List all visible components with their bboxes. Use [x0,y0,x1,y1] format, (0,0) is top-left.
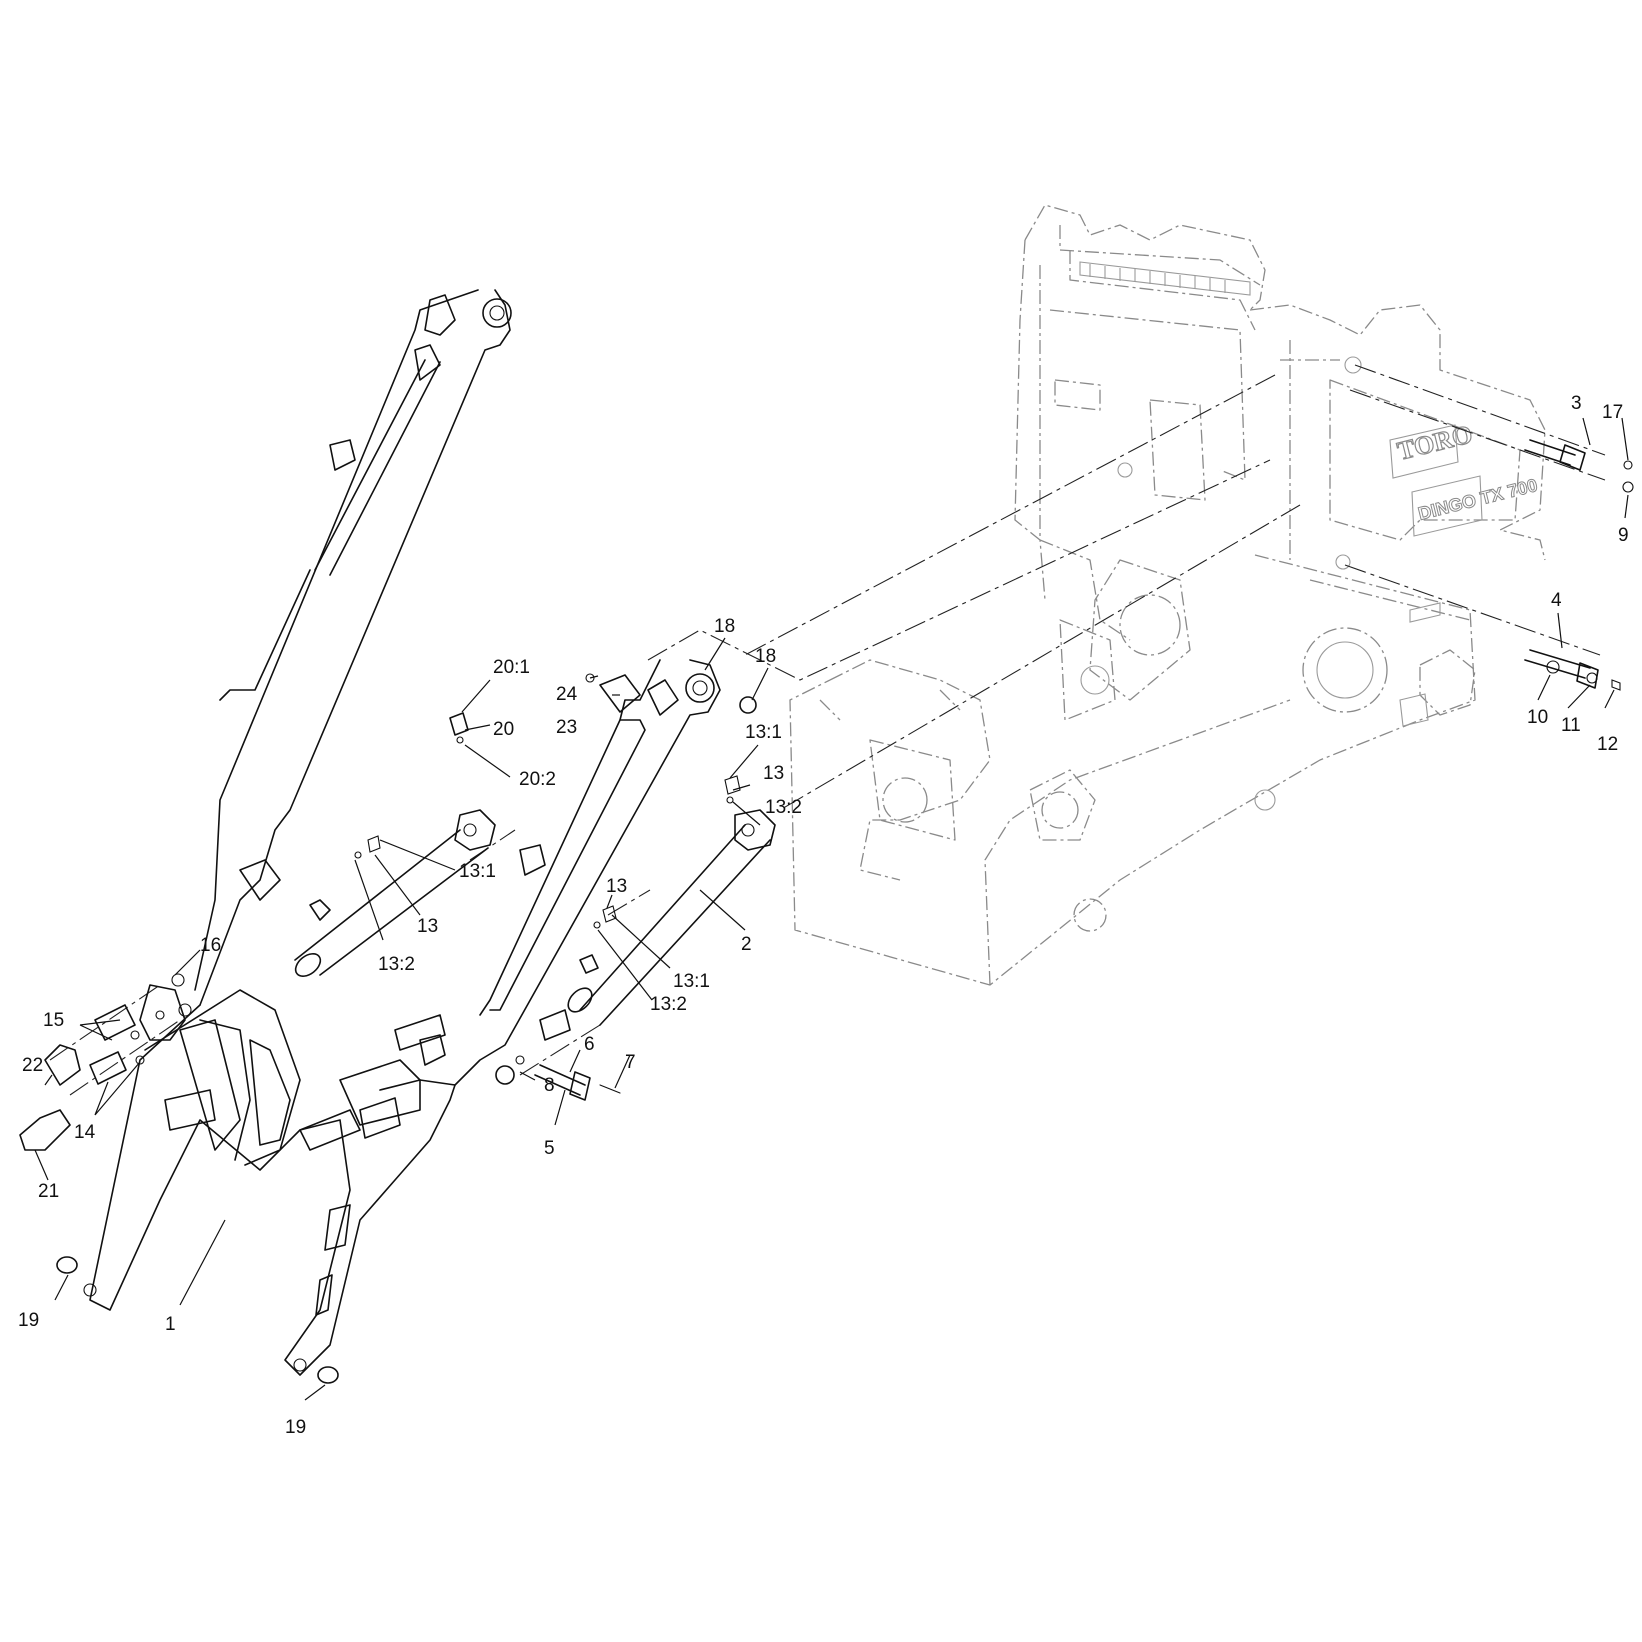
hardware-parts [19,439,1634,1384]
callout-20-1: 20:1 [493,657,530,678]
callout-22: 22 [22,1055,43,1076]
callout-19-left: 19 [18,1310,39,1331]
traction-unit-frame: TORO DINGO TX 700 [789,204,1546,986]
lift-cylinder-right [539,809,776,1041]
callout-13-center: 13 [606,876,627,897]
callout-20-2: 20:2 [519,769,556,790]
callout-8: 8 [544,1075,555,1096]
lift-cylinder-left [294,809,496,977]
callout-5: 5 [544,1138,555,1159]
frame-model-badge: DINGO TX 700 [1416,475,1539,524]
assembly-centerlines [49,364,1606,1096]
callout-4: 4 [1551,590,1562,611]
callout-6: 6 [584,1034,595,1055]
callout-23: 23 [556,717,577,738]
callout-1: 1 [165,1314,176,1335]
callout-13-1-left: 13:1 [459,861,496,882]
callout-11: 11 [1561,715,1581,736]
callout-13-2-left: 13:2 [378,954,415,975]
callout-20: 20 [493,719,514,740]
callout-19-bottom: 19 [285,1417,306,1438]
callout-13-2-center: 13:2 [650,994,687,1015]
callout-15: 15 [43,1010,64,1031]
callout-12: 12 [1597,734,1618,755]
callout-leaders [34,417,1629,1401]
callout-14: 14 [74,1122,96,1143]
callout-17: 17 [1602,402,1623,423]
callout-9: 9 [1618,525,1629,546]
callout-2: 2 [741,934,752,955]
callout-18-upper: 18 [714,616,735,637]
callout-16: 16 [200,935,221,956]
lift-arm-assembly [83,289,721,1376]
callout-13-left: 13 [417,916,438,937]
callout-3: 3 [1571,393,1582,414]
callout-labels: 3 17 9 4 10 11 12 18 18 24 23 20:1 20 20… [18,393,1629,1438]
callout-7: 7 [625,1052,636,1073]
callout-13-2-top: 13:2 [765,797,802,818]
callout-10: 10 [1527,707,1548,728]
callout-24: 24 [556,684,578,705]
frame-brand-logo: TORO [1394,419,1475,466]
callout-13-top: 13 [763,763,784,784]
callout-18-right: 18 [755,646,776,667]
callout-13-1-top: 13:1 [745,722,782,743]
callout-21: 21 [38,1181,59,1202]
callout-13-1-center: 13:1 [673,971,710,992]
